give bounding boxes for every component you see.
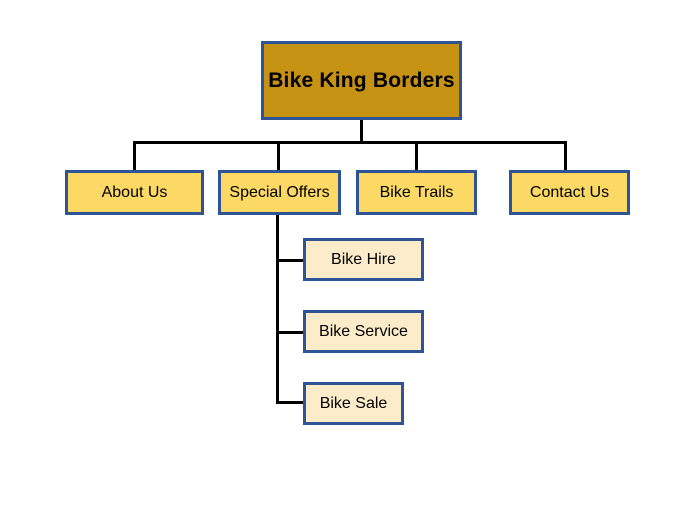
node-about-us[interactable]: About Us [65, 170, 204, 215]
node-label: Special Offers [229, 183, 330, 201]
node-label: Bike Service [319, 322, 408, 340]
node-bike-service[interactable]: Bike Service [303, 310, 424, 353]
node-bike-trails[interactable]: Bike Trails [356, 170, 477, 215]
connector-horizontal-bus [133, 141, 567, 144]
node-label: About Us [101, 183, 168, 201]
node-contact-us[interactable]: Contact Us [509, 170, 630, 215]
connector-drop-contact-us [564, 141, 567, 171]
node-label: Bike Trails [379, 183, 454, 201]
node-special-offers[interactable]: Special Offers [218, 170, 341, 215]
connector-elbow-bike-service [276, 331, 304, 334]
connector-drop-about-us [133, 141, 136, 171]
connector-special-offers-spine [276, 215, 279, 404]
node-bike-king-borders[interactable]: Bike King Borders [261, 41, 462, 120]
connector-elbow-bike-sale [276, 401, 304, 404]
node-label: Bike King Borders [268, 68, 455, 92]
connector-elbow-bike-hire [276, 259, 304, 262]
node-bike-hire[interactable]: Bike Hire [303, 238, 424, 281]
connector-root-stem [360, 119, 363, 143]
connector-drop-bike-trails [415, 141, 418, 171]
node-label: Bike Hire [331, 250, 396, 268]
node-bike-sale[interactable]: Bike Sale [303, 382, 404, 425]
connector-drop-special-offers [277, 141, 280, 171]
node-label: Contact Us [529, 183, 610, 201]
node-label: Bike Sale [319, 394, 388, 412]
